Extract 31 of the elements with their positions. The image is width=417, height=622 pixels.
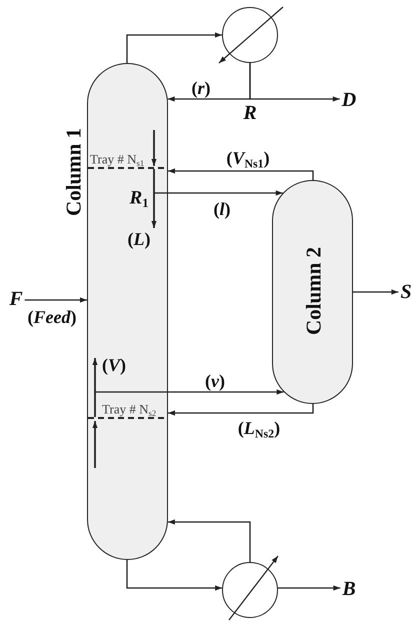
edge-label: (r)	[192, 79, 210, 97]
flow-arrow	[126, 560, 222, 591]
flow-arrow	[168, 519, 251, 562]
column-label: Column 1	[64, 128, 84, 216]
flow-arrow	[168, 404, 314, 416]
flow-arrow	[126, 32, 222, 63]
flow-arrow	[249, 63, 340, 102]
heat-exchanger-symbol	[222, 562, 278, 618]
flow-arrow	[168, 389, 284, 395]
flow-arrow	[168, 168, 314, 180]
tray-label: Tray # N$_{s2}$	[102, 402, 156, 416]
flow-arrow	[168, 190, 283, 196]
stream-label: R$_{1}$	[130, 188, 148, 208]
junction-label: R	[242, 103, 258, 123]
edge-label: (V$_{Ns1}$)	[226, 149, 270, 167]
column-label: Column 2	[304, 246, 324, 336]
flow-arrow	[24, 297, 87, 303]
stream-label: S	[398, 282, 414, 302]
flow-label: (V)	[102, 356, 126, 374]
flow-arrow	[353, 289, 398, 295]
edge-label: (l)	[214, 200, 230, 218]
stream-label: D	[340, 90, 358, 110]
edge-label: (L$_{Ns2}$)	[238, 419, 280, 437]
heat-exchanger-symbol	[222, 7, 278, 63]
edge-label: (v)	[205, 372, 225, 390]
edge-label: (Feed)	[28, 308, 76, 326]
stream-label: B	[340, 579, 358, 599]
stream-label: F	[7, 289, 25, 309]
tray-label: Tray # N$_{s1}$	[90, 152, 144, 166]
flow-arrow	[278, 585, 340, 591]
flow-label: (L)	[128, 230, 150, 248]
